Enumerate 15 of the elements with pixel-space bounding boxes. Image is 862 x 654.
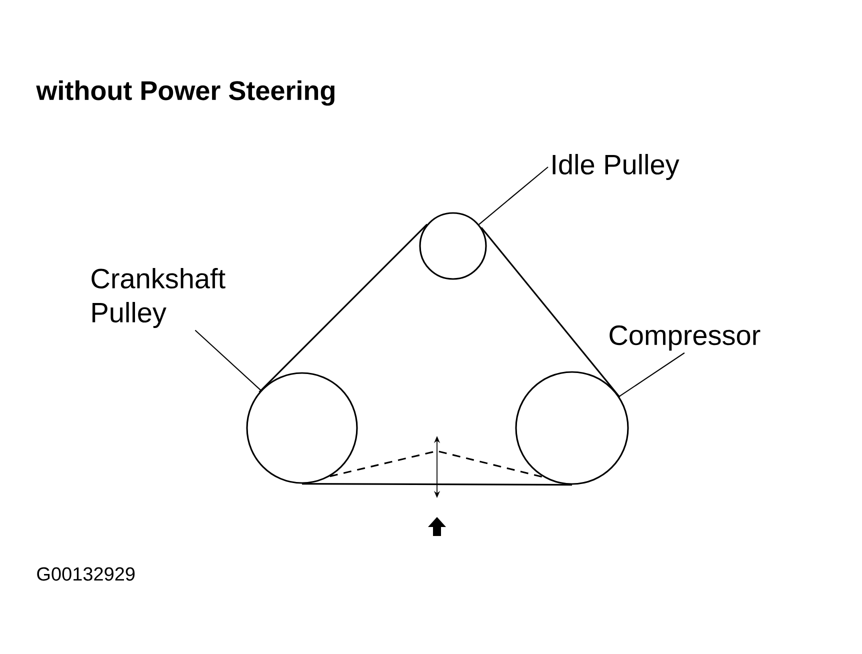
pulley-circle <box>419 212 487 280</box>
leader-line <box>618 352 685 397</box>
part-label: Idle Pulley <box>552 154 680 180</box>
belt-line <box>258 224 428 393</box>
leader-line <box>194 330 262 391</box>
part-label: Compressor <box>610 325 760 351</box>
part-label: Crankshaft Pulley <box>92 268 226 328</box>
figure-number: G00132929 <box>37 567 135 581</box>
belt-line <box>480 227 620 398</box>
leader-line <box>478 166 548 225</box>
title: without Power Steering <box>36 80 334 106</box>
belt-line <box>330 450 544 478</box>
belt-line <box>302 483 572 486</box>
pulley-circle <box>246 372 358 484</box>
pulley-circle <box>515 371 629 485</box>
